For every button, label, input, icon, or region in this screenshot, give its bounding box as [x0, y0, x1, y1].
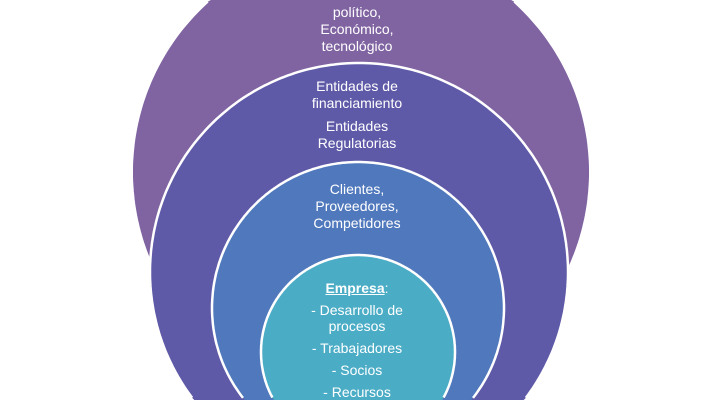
- financing-line: financiamiento: [311, 95, 403, 111]
- circle-fill: [261, 255, 455, 400]
- outer-line: tecnológico: [321, 38, 393, 54]
- colon: :: [384, 280, 389, 296]
- regulatory-line: Entidades: [325, 118, 389, 134]
- market-line: Competidores: [313, 215, 401, 231]
- market-line: Proveedores,: [315, 198, 399, 214]
- circle-company: [259, 253, 457, 400]
- financing-line: Entidades de: [316, 78, 398, 94]
- outer-line: político,: [332, 4, 382, 20]
- circle-outline: [210, 160, 506, 399]
- regulatory-line: Regulatorias: [317, 135, 397, 151]
- financing-label: Entidades de financiamiento: [257, 78, 457, 112]
- company-item: - Trabajadores: [311, 340, 403, 356]
- market-line: Clientes,: [329, 181, 385, 197]
- outer-label: político, Económico, tecnológico: [257, 4, 457, 55]
- circle-outline: [148, 61, 570, 399]
- circle-outline: [524, 272, 570, 399]
- company-item: procesos: [328, 318, 386, 334]
- company-item: - Desarrollo de: [311, 302, 403, 318]
- circle-outline: [259, 253, 457, 399]
- outer-line: Económico,: [320, 21, 394, 37]
- company-label: Empresa: - Desarrollo de procesos - Trab…: [257, 280, 457, 400]
- company-title: Empresa: [325, 280, 385, 296]
- circle-outline: [513, 1, 591, 172]
- company-item: - Recursos: [323, 384, 391, 400]
- company-item: - Socios: [331, 362, 383, 378]
- market-label: Clientes, Proveedores, Competidores: [257, 181, 457, 232]
- circle-outline: [472, 308, 506, 399]
- regulatory-label: Entidades Regulatorias: [257, 118, 457, 152]
- circle-outline: [442, 352, 457, 399]
